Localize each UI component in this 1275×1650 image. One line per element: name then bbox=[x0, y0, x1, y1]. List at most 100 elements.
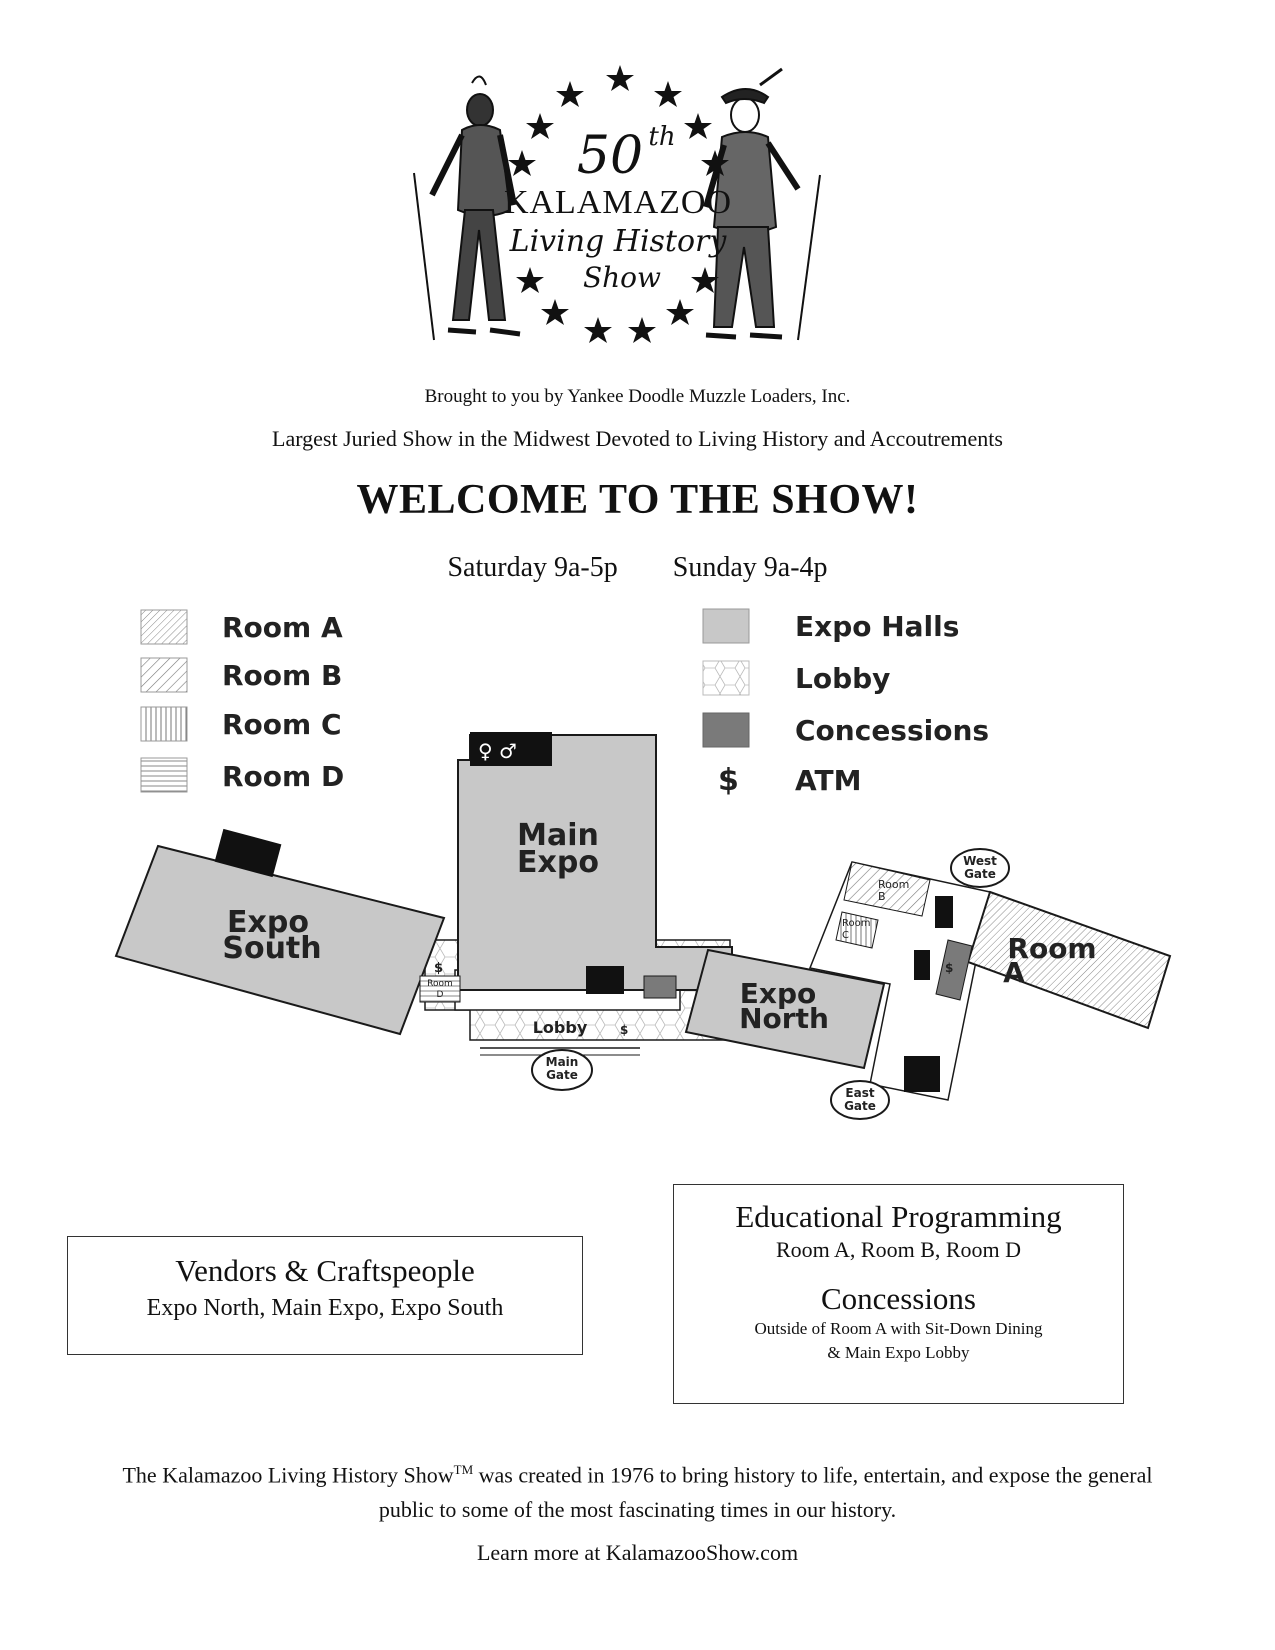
atm-icon: $ bbox=[434, 961, 443, 976]
hours-saturday: Saturday 9a-5p bbox=[447, 552, 618, 583]
restroom-icon bbox=[914, 950, 930, 980]
hours-sunday: Sunday 9a-4p bbox=[672, 552, 828, 583]
main-gate-label-2: Gate bbox=[546, 1068, 578, 1082]
vendors-box: Vendors & Craftspeople Expo North, Main … bbox=[67, 1236, 583, 1355]
legend-left: Room A Room B Room C Room D bbox=[140, 609, 344, 793]
main-expo-concession bbox=[643, 975, 677, 999]
legend-swatch-room-b bbox=[140, 657, 188, 693]
floor-plan-map: Room A Room B Room C Room D Expo Halls L… bbox=[114, 608, 1172, 1120]
room-a-label-2: A bbox=[1003, 956, 1025, 989]
concessions-title: Concessions bbox=[821, 1281, 976, 1316]
room-d bbox=[419, 975, 461, 1003]
restroom-icon bbox=[214, 828, 282, 878]
room-d-label-1: Room bbox=[427, 979, 453, 989]
legend-swatch-concessions bbox=[702, 712, 750, 748]
about-paragraph: The Kalamazoo Living History ShowTM was … bbox=[100, 1452, 1175, 1527]
atm-icon: $ bbox=[718, 763, 739, 798]
concessions-line-2: & Main Expo Lobby bbox=[827, 1343, 970, 1362]
legend-label-concessions: Concessions bbox=[795, 714, 989, 747]
restroom-icon bbox=[904, 1056, 940, 1092]
stars-arc bbox=[508, 65, 729, 343]
expo-north-label-2: North bbox=[739, 1002, 829, 1035]
main-expo-label-2: Expo bbox=[517, 845, 599, 880]
expo-south-label-2: South bbox=[222, 931, 321, 966]
logo-show: Show bbox=[583, 261, 661, 294]
star-icon bbox=[666, 299, 694, 325]
room-c bbox=[835, 911, 879, 949]
learn-more-link[interactable]: Learn more at KalamazooShow.com bbox=[476, 1540, 799, 1565]
legend-label-room-c: Room C bbox=[222, 708, 342, 741]
main-gate-label-1: Main bbox=[546, 1055, 579, 1069]
legend-swatch-expo-halls bbox=[702, 608, 750, 644]
west-gate-marker: West Gate bbox=[950, 848, 1010, 888]
legend-label-atm: ATM bbox=[795, 764, 861, 797]
star-icon bbox=[628, 317, 656, 343]
legend-label-expo-halls: Expo Halls bbox=[795, 610, 959, 643]
expo-north-hall bbox=[684, 948, 886, 1070]
star-icon bbox=[556, 81, 584, 107]
star-icon bbox=[526, 113, 554, 139]
about-part-2: was created in 1976 to bring history to … bbox=[378, 1462, 1153, 1523]
east-gate-label-2: Gate bbox=[844, 1099, 876, 1113]
left-figure-illustration bbox=[413, 75, 521, 341]
expo-north-label-1: Expo bbox=[740, 977, 816, 1010]
star-icon bbox=[684, 113, 712, 139]
legend-right: Expo Halls Lobby Concessions $ ATM bbox=[702, 608, 989, 798]
legend-label-room-d: Room D bbox=[222, 760, 344, 793]
lobby-label: Lobby bbox=[533, 1018, 588, 1037]
room-c-label-1: Room bbox=[842, 918, 870, 929]
sponsor-line: Brought to you by Yankee Doodle Muzzle L… bbox=[424, 386, 851, 407]
education-title: Educational Programming bbox=[735, 1199, 1062, 1234]
west-gate-label-2: Gate bbox=[964, 867, 996, 881]
trademark-mark: TM bbox=[453, 1462, 474, 1477]
star-icon bbox=[584, 317, 612, 343]
logo-number-suffix: th bbox=[648, 122, 675, 152]
restroom-icon bbox=[586, 966, 624, 994]
legend-swatch-lobby bbox=[702, 660, 750, 696]
show-logo: 50 th KALAMAZOO Living History Show bbox=[413, 65, 821, 343]
logo-title: KALAMAZOO bbox=[504, 184, 732, 221]
room-c-label-2: C bbox=[842, 930, 849, 941]
west-gate-label-1: West bbox=[963, 854, 997, 868]
star-icon bbox=[654, 81, 682, 107]
east-gate-label-1: East bbox=[845, 1086, 874, 1100]
programming-concessions-box: Educational Programming Room A, Room B, … bbox=[673, 1184, 1124, 1404]
room-a bbox=[966, 890, 1172, 1030]
east-gate-marker: East Gate bbox=[830, 1080, 890, 1120]
vendors-locations: Expo North, Main Expo, Expo South bbox=[146, 1295, 504, 1321]
star-icon bbox=[508, 150, 536, 176]
main-gate-marker: Main Gate bbox=[531, 1049, 593, 1091]
star-icon bbox=[541, 299, 569, 325]
room-b-label-1: Room bbox=[878, 878, 909, 891]
atm-icon: $ bbox=[620, 1023, 628, 1037]
star-icon bbox=[691, 267, 719, 293]
restroom-icon bbox=[470, 732, 552, 766]
room-b-label-2: B bbox=[878, 890, 886, 903]
room-a-label-1: Room bbox=[1007, 932, 1096, 965]
legend-label-room-a: Room A bbox=[222, 611, 343, 644]
tagline: Largest Juried Show in the Midwest Devot… bbox=[272, 426, 1003, 451]
star-icon bbox=[606, 65, 634, 91]
main-expo-label-1: Main bbox=[517, 818, 599, 853]
room-d-label-2: D bbox=[437, 990, 444, 1000]
atm-icon: $ bbox=[945, 961, 953, 975]
star-icon bbox=[701, 150, 729, 176]
concessions-line-1: Outside of Room A with Sit-Down Dining bbox=[754, 1319, 1043, 1338]
welcome-heading: WELCOME TO THE SHOW! bbox=[356, 477, 919, 523]
restroom-icon bbox=[935, 896, 953, 928]
right-figure-illustration bbox=[703, 67, 821, 341]
education-rooms: Room A, Room B, Room D bbox=[775, 1237, 1022, 1262]
legend-label-lobby: Lobby bbox=[795, 662, 890, 695]
restroom-icon: ♀ ♂ bbox=[478, 739, 517, 763]
legend-swatch-room-a bbox=[140, 609, 188, 645]
star-icon bbox=[516, 267, 544, 293]
about-part-1: The Kalamazoo Living History Show bbox=[122, 1462, 454, 1488]
logo-subtitle: Living History bbox=[509, 224, 728, 259]
expo-south-hall bbox=[114, 844, 446, 1036]
expo-south-label-1: Expo bbox=[227, 905, 309, 940]
show-hours: Saturday 9a-5p Sunday 9a-4p bbox=[0, 552, 1275, 584]
legend-swatch-room-c bbox=[140, 706, 188, 742]
vendors-title: Vendors & Craftspeople bbox=[175, 1253, 475, 1288]
room-a-concession bbox=[935, 939, 973, 1001]
legend-label-room-b: Room B bbox=[222, 659, 342, 692]
